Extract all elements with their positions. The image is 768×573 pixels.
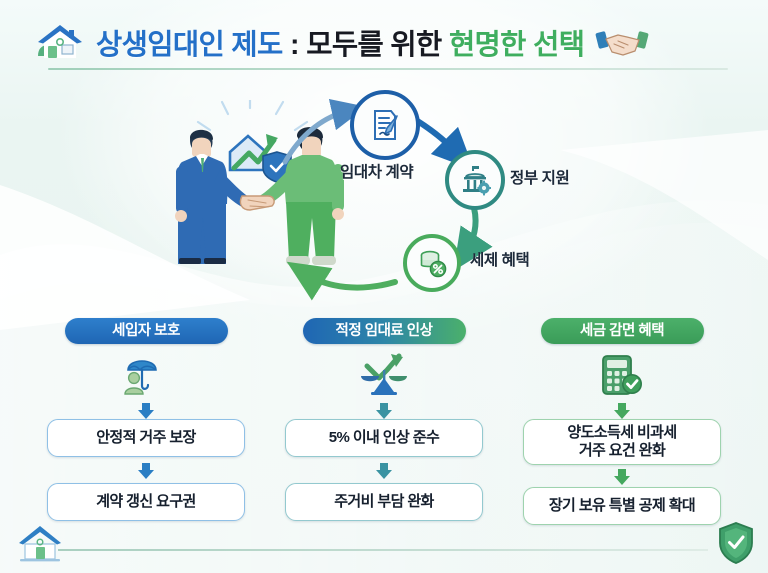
clasped-hands (239, 195, 275, 211)
benefit-text-line1: 양도소득세 비과세 (567, 424, 677, 442)
down-arrow-icon (504, 402, 740, 419)
cycle-arrows (282, 98, 493, 301)
page-title: 상생임대인 제도 : 모두를 위한 현명한 선택 (96, 22, 585, 63)
benefit-columns: 세입자 보호 안정적 거주 보장 계약 갱신 요구권 (0, 318, 768, 543)
benefit-column-tenant-protection: 세입자 보호 안정적 거주 보장 계약 갱신 요구권 (28, 318, 264, 521)
benefit-box: 5% 이내 인상 준수 (285, 419, 483, 457)
column-badge-tax-reduction[interactable]: 세금 감면 혜택 (540, 318, 704, 344)
column-icon-wrap (28, 350, 264, 402)
column-badge-tenant-protection[interactable]: 세입자 보호 (64, 318, 228, 344)
down-arrow-icon (504, 468, 740, 485)
column-icon-wrap (266, 350, 502, 402)
down-arrow-icon (28, 402, 264, 419)
column-badge-rent-increase[interactable]: 적정 임대료 인상 (302, 318, 466, 344)
down-arrow-icon (266, 402, 502, 419)
cycle-label-contract: 임대차 계약 (340, 164, 414, 181)
benefit-column-rent-increase: 적정 임대료 인상 5% 이내 인상 준수 (266, 318, 502, 521)
benefit-text: 계약 갱신 요구권 (96, 493, 196, 511)
contract-document-icon (374, 110, 398, 140)
benefit-text: 안정적 거주 보장 (96, 429, 196, 447)
poster-header: 상생임대인 제도 : 모두를 위한 현명한 선택 (0, 0, 768, 82)
poster-footer (0, 521, 768, 573)
benefit-box: 양도소득세 비과세 거주 요건 완화 (523, 419, 721, 465)
footer-divider (58, 549, 708, 551)
down-arrow-icon (28, 462, 264, 479)
benefit-box: 계약 갱신 요구권 (47, 483, 245, 521)
coins-percent-icon (420, 250, 447, 278)
down-arrow-icon (266, 462, 502, 479)
benefit-text: 5% 이내 인상 준수 (328, 429, 440, 447)
cycle-node-contract (350, 90, 420, 160)
cycle-node-tax (403, 234, 461, 292)
benefit-text: 장기 보유 특별 공제 확대 (548, 497, 696, 515)
calculator-check-icon (602, 355, 642, 395)
shield-check-icon (719, 522, 753, 564)
benefit-column-tax-reduction: 세금 감면 혜택 양도소득세 (504, 318, 740, 525)
header-divider (48, 68, 728, 70)
illustration-stage: 임대차 계약 정부 지원 (0, 82, 768, 314)
cycle-label-government: 정부 지원 (510, 170, 570, 187)
house-icon (38, 25, 82, 58)
title-segment-green: 현명한 선택 (448, 28, 585, 61)
handshake-illustration (175, 100, 344, 265)
handshake-icon (595, 31, 649, 56)
cycle-node-government (445, 150, 505, 210)
title-segment-blue: 상생임대인 제도 (96, 28, 283, 61)
benefit-text: 주거비 부담 완화 (334, 493, 434, 511)
benefit-box: 안정적 거주 보장 (47, 419, 245, 457)
benefit-text-line2: 거주 요건 완화 (578, 442, 666, 459)
umbrella-person-icon (124, 360, 157, 395)
house-icon (19, 526, 61, 562)
title-segment-dark: : 모두를 위한 (282, 28, 449, 61)
benefit-box: 주거비 부담 완화 (285, 483, 483, 521)
column-icon-wrap (504, 350, 740, 402)
government-building-gear-icon (463, 166, 491, 196)
cycle-label-tax: 세제 혜택 (470, 252, 530, 269)
balance-scale-growth-icon (361, 353, 407, 395)
benefit-box: 장기 보유 특별 공제 확대 (523, 487, 721, 525)
